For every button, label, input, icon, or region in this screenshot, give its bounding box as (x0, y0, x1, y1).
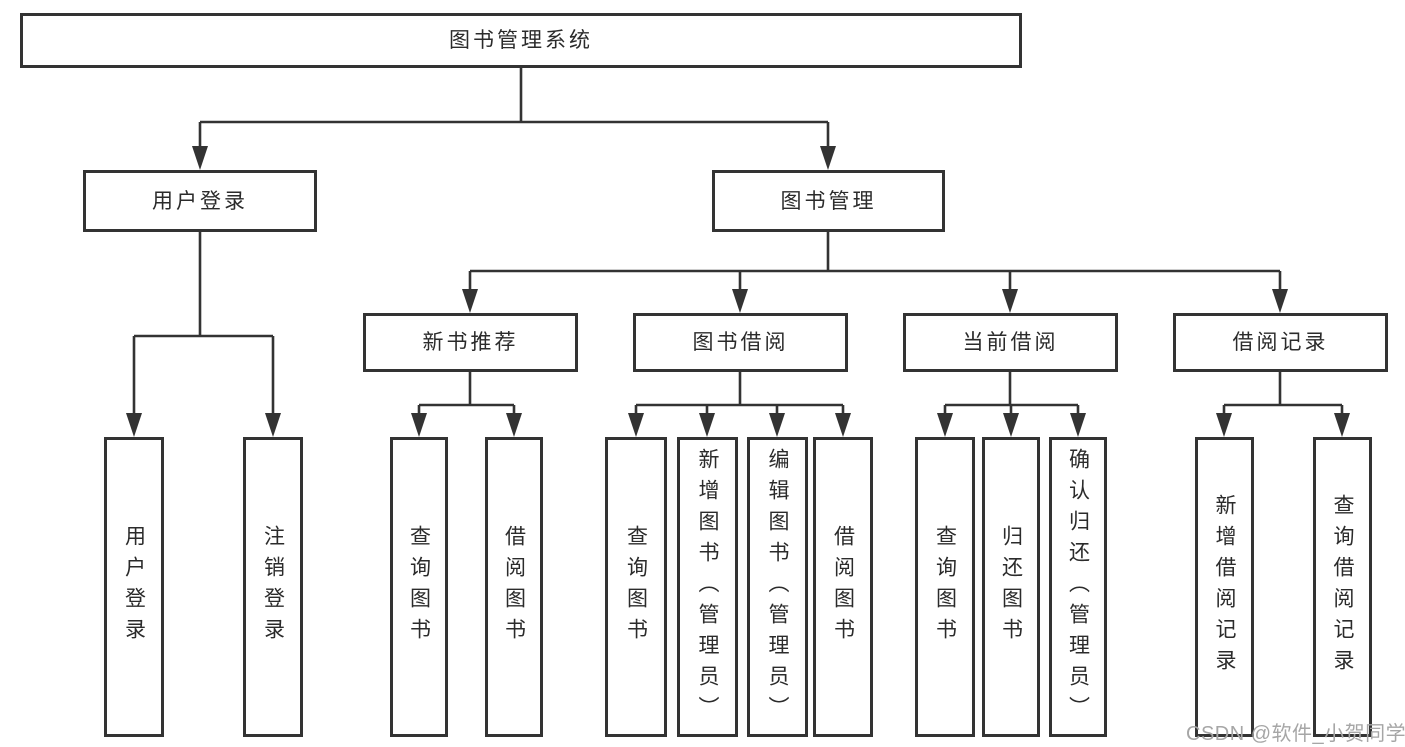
node-library-management-system: 图书管理系统 (20, 13, 1022, 68)
connector-root-to-level2 (198, 68, 830, 150)
leaf-confirm-return-admin: 确认归还（管理员） (1049, 437, 1107, 737)
watermark: CSDN @软件_小贺同学 (1186, 723, 1405, 745)
node-book-borrow: 图书借阅 (633, 313, 848, 372)
connector-user-login-to-leaves (132, 232, 275, 416)
node-user-login: 用户登录 (83, 170, 317, 232)
leaf-borrow-books: 借阅图书 (813, 437, 873, 737)
leaf-add-books-admin: 新增图书（管理员） (677, 437, 738, 737)
node-current-borrow: 当前借阅 (903, 313, 1118, 372)
leaf-logout-login: 注销登录 (243, 437, 303, 737)
leaf-return-books: 归还图书 (982, 437, 1040, 737)
connector-book-borrow-to-leaves (634, 372, 845, 416)
leaf-borrow-books-recommend: 借阅图书 (485, 437, 543, 737)
node-new-book-recommend: 新书推荐 (363, 313, 578, 372)
connector-borrow-records-to-leaves (1222, 372, 1344, 416)
leaf-user-login: 用户登录 (104, 437, 164, 737)
leaf-query-books-recommend: 查询图书 (390, 437, 448, 737)
leaf-edit-books-admin: 编辑图书（管理员） (747, 437, 808, 737)
leaf-query-books-current: 查询图书 (915, 437, 975, 737)
leaf-add-borrow-record: 新增借阅记录 (1195, 437, 1254, 737)
connector-book-management-to-level3 (468, 232, 1282, 292)
node-book-management: 图书管理 (712, 170, 945, 232)
leaf-query-books-borrow: 查询图书 (605, 437, 667, 737)
connector-current-borrow-to-leaves (943, 372, 1080, 416)
connector-new-book-recommend-to-leaves (417, 372, 516, 416)
leaf-query-borrow-record: 查询借阅记录 (1313, 437, 1372, 737)
node-borrow-records: 借阅记录 (1173, 313, 1388, 372)
